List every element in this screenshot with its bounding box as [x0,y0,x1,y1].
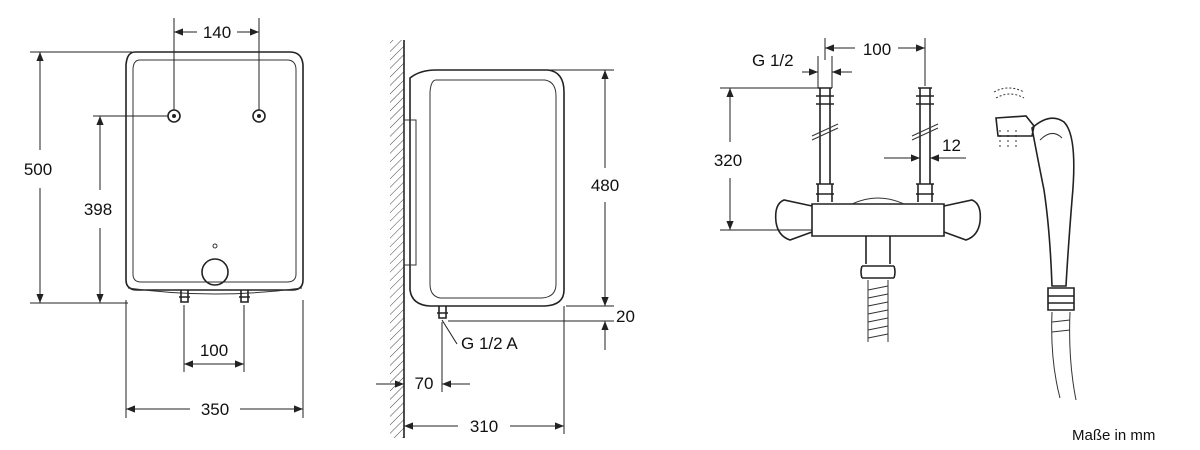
dim-20-label: 20 [616,307,635,326]
dim-100-faucet-label: 100 [863,40,891,59]
mixer-body [811,203,945,237]
dim-350-label: 350 [201,400,229,419]
right-handle [943,199,982,241]
temperature-knob [201,258,229,286]
heater-inner-outline [132,59,297,283]
side-view: 480 20 G 1/2 A 70 310 [376,40,635,438]
dim-140-label: 140 [203,23,231,42]
shower-holder [995,115,1035,137]
hand-shower [1031,117,1075,287]
right-pipe-stub [239,290,250,303]
dim-12-label: 12 [942,136,961,155]
dim-398-label: 398 [84,200,112,219]
hand-shower-hose [1051,311,1077,401]
left-riser-pipe [816,87,834,202]
left-pipe-stub [179,290,190,303]
mixer-dome [851,197,905,205]
side-thread-label: G 1/2 A [461,334,518,353]
shower-spray-icon [993,87,1025,150]
shower-hose [867,280,889,342]
dim-480-label: 480 [591,176,619,195]
wall-hatching [390,40,404,438]
heater-bottom-cap [127,287,303,295]
dim-500-label: 500 [24,160,52,179]
right-riser-pipe [916,87,934,202]
dim-100-bottom-label: 100 [200,341,228,360]
dim-70-label: 70 [415,374,434,393]
dim-320-label: 320 [714,151,742,170]
heater-body-front [125,51,304,291]
indicator-dot [212,243,218,249]
spout-neck [860,236,896,279]
wall-bracket [403,119,417,266]
faucet-view: G 1/2 100 320 12 Maße in mm [714,38,1155,444]
front-view: 140 500 398 100 350 [24,18,304,419]
dim-310-label: 310 [470,417,498,436]
heater-side-inner [429,79,557,299]
units-note: Maße in mm [1072,427,1155,444]
heater-body-side [409,69,565,307]
side-connector-stub [437,306,448,319]
faucet-thread-label: G 1/2 [752,51,794,70]
hand-shower-nut [1047,287,1075,311]
left-handle [774,199,813,241]
